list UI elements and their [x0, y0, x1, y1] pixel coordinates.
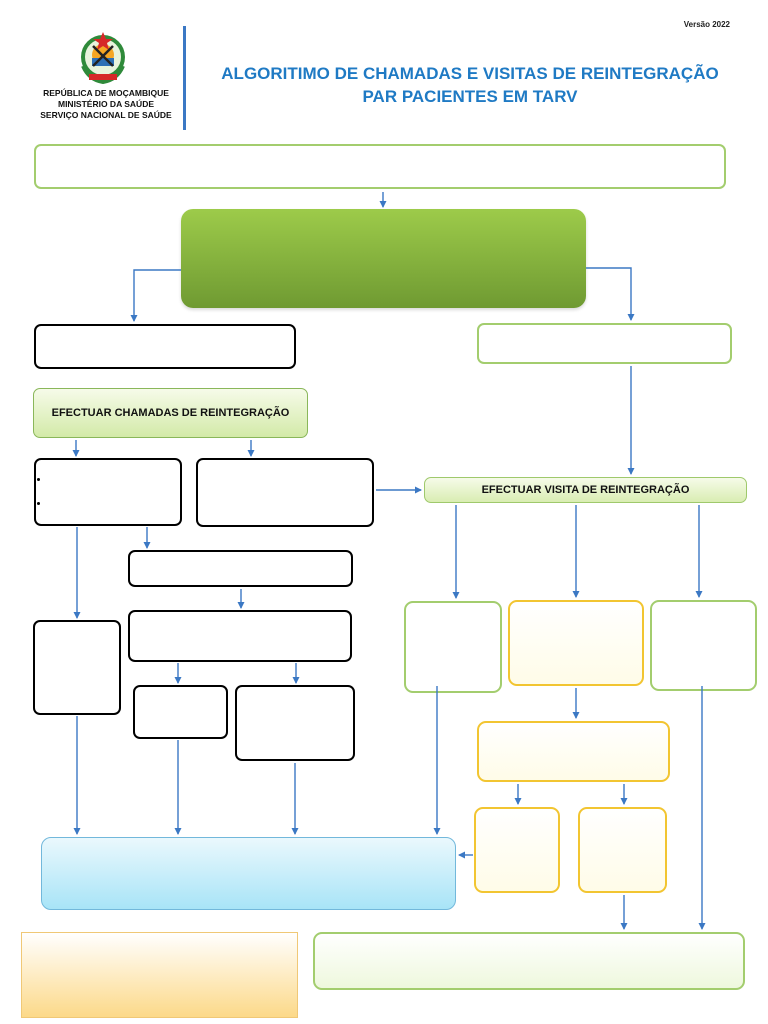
top-input-box [34, 144, 726, 189]
org-line-country: REPÚBLICA DE MOÇAMBIQUE [43, 88, 169, 98]
visit-outcome-center-box [508, 600, 644, 686]
calls-step-label: EFECTUAR CHAMADAS DE REINTEGRAÇÃO [51, 407, 290, 419]
visit-option-b-box [578, 807, 667, 893]
calls-step-box: EFECTUAR CHAMADAS DE REINTEGRAÇÃO [33, 388, 308, 438]
call-retry-box [128, 610, 352, 662]
title-line-1: ALGORITIMO DE CHAMADAS E VISITAS DE REIN… [221, 64, 719, 83]
call-failed-box [196, 458, 374, 527]
visit-option-a-box [474, 807, 560, 893]
call-result-box [33, 620, 121, 715]
legend-note-box [21, 932, 298, 1018]
call-followup-box [128, 550, 353, 587]
main-decision-box [181, 209, 586, 308]
left-branch-box [34, 324, 296, 369]
mozambique-emblem-icon [81, 32, 125, 85]
final-outcome-box [313, 932, 745, 990]
visit-followup-box [477, 721, 670, 782]
call-outcome-bullets-box [34, 458, 182, 526]
org-line-service: SERVIÇO NACIONAL DE SAÚDE [40, 110, 172, 120]
page-title: ALGORITIMO DE CHAMADAS E VISITAS DE REIN… [190, 62, 750, 108]
visit-step-box: EFECTUAR VISITA DE REINTEGRAÇÃO [424, 477, 747, 503]
title-line-2: PAR PACIENTES EM TARV [362, 87, 578, 106]
header-divider [183, 26, 186, 130]
call-option-a-box [133, 685, 228, 739]
visit-step-label: EFECTUAR VISITA DE REINTEGRAÇÃO [481, 484, 690, 496]
org-line-ministry: MINISTÉRIO DA SAÚDE [57, 99, 155, 109]
arrow-main-to-right [586, 267, 635, 321]
organization-name: REPÚBLICA DE MOÇAMBIQUE MINISTÉRIO DA SA… [18, 88, 194, 121]
version-label: Versão 2022 [683, 20, 730, 29]
call-option-b-box [235, 685, 355, 761]
visit-outcome-right-box [650, 600, 757, 691]
right-branch-box [477, 323, 732, 364]
visit-outcome-left-box [404, 601, 502, 693]
return-to-care-box [41, 837, 456, 910]
arrow-main-to-left [130, 269, 181, 322]
